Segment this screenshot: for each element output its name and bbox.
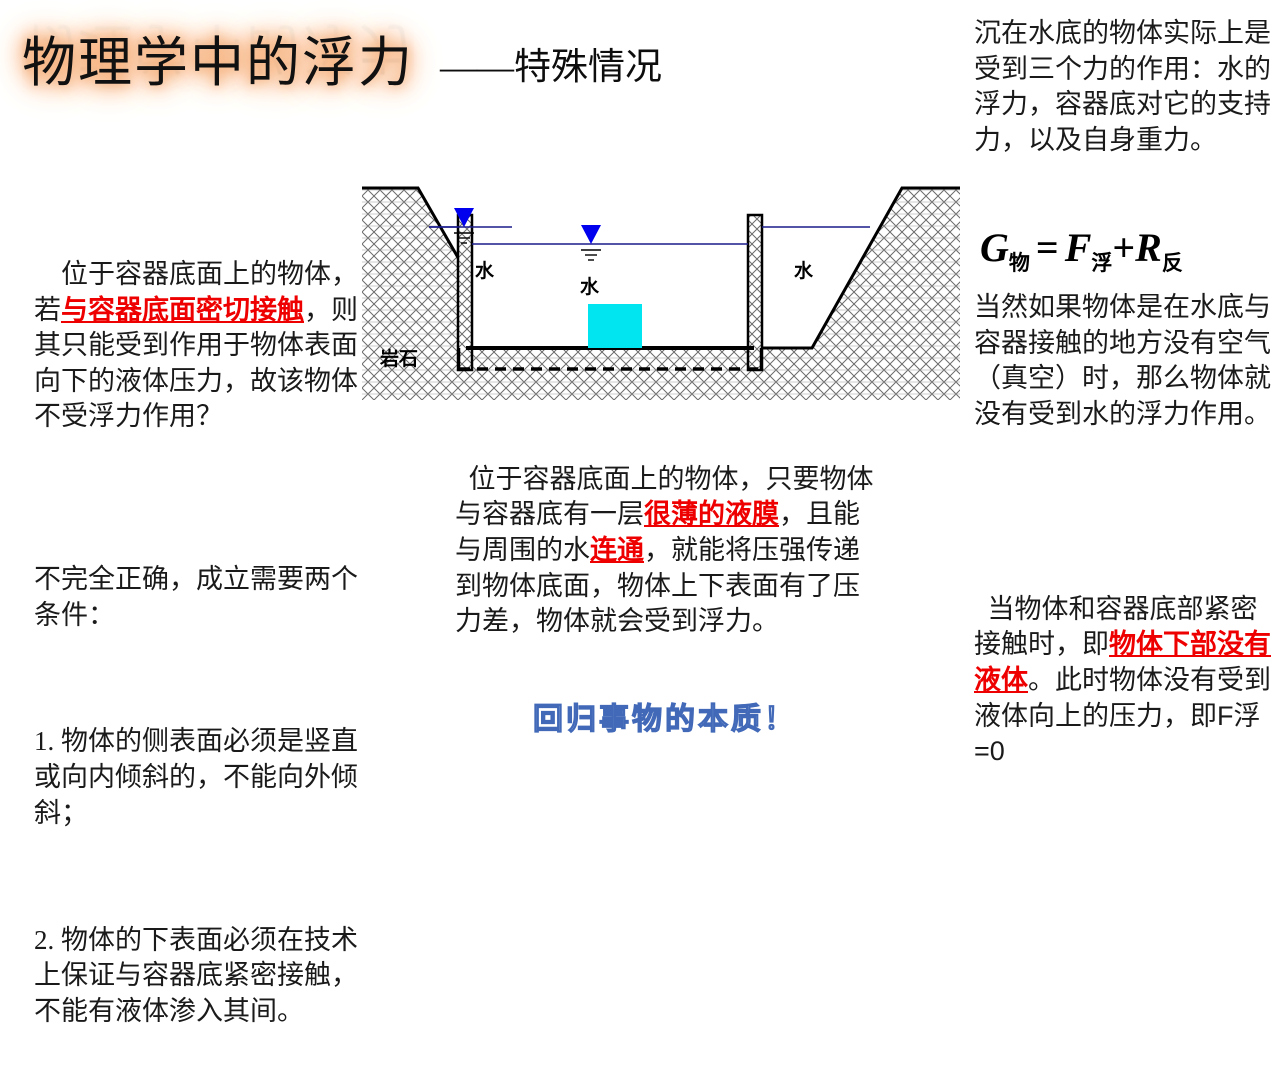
mid-highlight-connect: 连通 <box>590 534 644 565</box>
mid-highlight-film: 很薄的液膜 <box>644 499 779 530</box>
formula-g-sub: 物 <box>1008 251 1030 275</box>
formula-equals: = <box>1035 225 1059 270</box>
buoyancy-diagram: 岩石 水 水 水 <box>362 184 960 400</box>
diagram-label-water-left: 水 <box>475 261 495 282</box>
slogan-text: 回归事物的本质！ <box>532 702 797 736</box>
diagram-label-rock: 岩石 <box>380 349 419 370</box>
formula-g: G <box>980 225 1009 270</box>
diagram-svg <box>362 186 960 400</box>
water-level-marker-left <box>454 208 474 244</box>
submerged-block <box>588 304 642 348</box>
right-paragraph-2: 当然如果物体是在水底与容器接触的地方没有空气（真空）时，那么物体就没有受到水的浮… <box>974 292 1271 429</box>
title-area: 物理学中的浮力 物理学中的浮力 ——特殊情况 <box>0 0 760 150</box>
right-p3-seg3: 。此时物体没有受到液体向上的压力，即 <box>974 664 1271 731</box>
left-paragraph-3: 1. 物体的侧表面必须是竖直或向内倾斜的，不能向外倾斜； <box>34 726 358 828</box>
page-subtitle: ——特殊情况 <box>440 47 662 88</box>
left-paragraph-2: 不完全正确，成立需要两个条件： <box>34 563 358 630</box>
diagram-label-water-right: 水 <box>794 261 814 282</box>
diagram-label-water-middle: 水 <box>580 277 600 298</box>
formula-f: F <box>1064 225 1092 270</box>
formula-plus: + <box>1112 225 1136 270</box>
left-p1-seg1: 位于容器底面上的物体，若 <box>34 258 358 325</box>
water-surfaces <box>429 226 870 245</box>
left-text-column: 位于容器底面上的物体，若与容器底面密切接触，则其只能受到作用于物体表面向下的液体… <box>34 150 364 1085</box>
water-level-marker-middle <box>581 225 601 261</box>
left-paragraph-4: 2. 物体的下表面必须在技术上保证与容器底紧密接触，不能有液体渗入其间。 <box>34 924 358 1026</box>
middle-text-column: 位于容器底面上的物体，只要物体与容器底有一层很薄的液膜，且能与周围的水连通，就能… <box>455 426 875 640</box>
formula-r: R <box>1135 225 1162 270</box>
right-p3-formula: F浮=0 <box>974 700 1261 767</box>
right-paragraph-3: 当物体和容器底部紧密接触时，即物体下部没有液体。此时物体没有受到液体向上的压力，… <box>974 556 1280 770</box>
buoyancy-formula: G物=F浮+R反 <box>980 224 1280 286</box>
right-paragraph-1: 沉在水底的物体实际上是受到三个力的作用：水的浮力，容器底对它的支持力，以及自身重… <box>974 18 1271 155</box>
mid-seg3: ，且能与周围的水 <box>455 499 860 565</box>
mid-seg5: ，就能将压强传递到物体底面，物体上下表面有了压力差，物体就会受到浮力。 <box>455 534 860 637</box>
formula-f-sub: 浮 <box>1091 251 1113 275</box>
right-p3-seg1: 当物体和容器底部紧密接触时，即 <box>974 593 1258 660</box>
mid-seg1: 位于容器底面上的物体，只要物体与容器底有一层 <box>455 463 874 530</box>
page-title: 物理学中的浮力 <box>22 33 414 93</box>
left-paragraph-1: 位于容器底面上的物体，若与容器底面密切接触，则其只能受到作用于物体表面向下的液体… <box>34 221 364 470</box>
left-p1-seg3: ，则其只能受到作用于物体表面向下的液体压力，故该物体不受浮力作用？ <box>34 294 358 432</box>
formula-r-sub: 反 <box>1161 251 1183 275</box>
left-p1-highlight: 与容器底面密切接触 <box>61 294 304 325</box>
right-p3-highlight: 物体下部没有液体 <box>974 629 1271 695</box>
